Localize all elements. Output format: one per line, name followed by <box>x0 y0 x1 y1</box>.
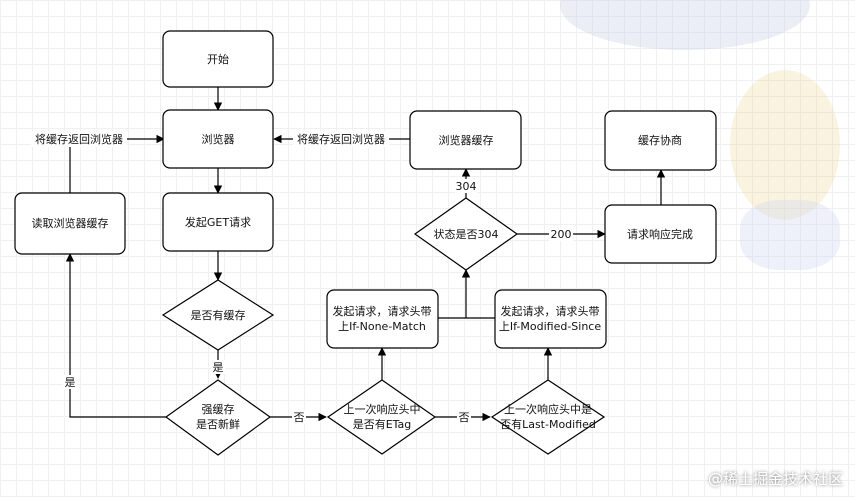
edge-label-bgs <box>31 131 573 424</box>
node-browser <box>162 109 274 169</box>
label-code-304: 304 <box>456 180 477 193</box>
label-no-2: 否 <box>459 411 470 424</box>
label-yes-1: 是 <box>65 376 76 389</box>
label-browser: 浏览器 <box>202 132 235 146</box>
decor-shape-right-2 <box>740 200 840 270</box>
node-lm-check <box>490 379 606 455</box>
label-start: 开始 <box>207 52 229 66</box>
node-req-ims <box>494 289 607 349</box>
label-send-get: 发起GET请求 <box>185 215 251 229</box>
node-browser-cache <box>409 110 522 170</box>
nodes <box>14 30 717 456</box>
node-strong-fresh <box>164 379 272 456</box>
label-etag-check-2: 是否有ETag <box>353 417 412 431</box>
node-send-get <box>162 192 274 252</box>
node-resp-done <box>604 204 717 264</box>
watermark: @稀土掘金技术社区 <box>707 470 843 488</box>
label-yes-2: 是 <box>213 361 224 374</box>
label-no-1: 否 <box>294 411 305 424</box>
label-has-cache: 是否有缓存 <box>191 308 246 322</box>
edge-readcache-browser <box>69 134 165 193</box>
label-lm-check-1: 上一次响应头中是 <box>504 402 592 416</box>
label-resp-done: 请求响应完成 <box>627 227 693 241</box>
label-req-inm-2: 上If-None-Match <box>338 320 426 333</box>
node-etag-check <box>326 379 437 455</box>
label-strong-fresh-2: 是否新鲜 <box>196 417 240 431</box>
label-lm-check-2: 否有Last-Modified <box>500 417 596 431</box>
label-return-right: 将缓存返回浏览器 <box>297 132 385 146</box>
node-has-cache <box>161 279 275 351</box>
node-req-inm <box>326 289 439 349</box>
label-read-cache: 读取浏览器缓存 <box>32 216 109 230</box>
node-labels: 开始 浏览器 发起GET请求 是否有缓存 强缓存 是否新鲜 读取浏览器缓存 上一… <box>32 52 694 431</box>
label-strong-fresh-1: 强缓存 <box>202 402 235 416</box>
node-negotiate <box>604 110 717 171</box>
label-status-304: 状态是否304 <box>434 227 499 241</box>
label-etag-check-1: 上一次响应头中 <box>344 402 421 416</box>
label-req-ims-1: 发起请求，请求头带 <box>501 304 600 318</box>
label-browser-cache: 浏览器缓存 <box>439 133 494 147</box>
decor-shape-right <box>730 70 840 220</box>
edge-strong-readcache <box>65 253 166 418</box>
edge-labels: 将缓存返回浏览器 将缓存返回浏览器 304 200 是 是 否 否 <box>35 132 572 424</box>
label-negotiate: 缓存协商 <box>638 133 682 147</box>
label-req-inm-1: 发起请求，请求头带 <box>333 304 432 318</box>
node-read-cache <box>14 192 126 255</box>
label-return-left: 将缓存返回浏览器 <box>35 132 123 146</box>
label-code-200: 200 <box>551 228 572 241</box>
node-status-304 <box>413 197 519 271</box>
label-req-ims-2: 上If-Modified-Since <box>499 320 601 333</box>
node-start <box>162 30 274 88</box>
